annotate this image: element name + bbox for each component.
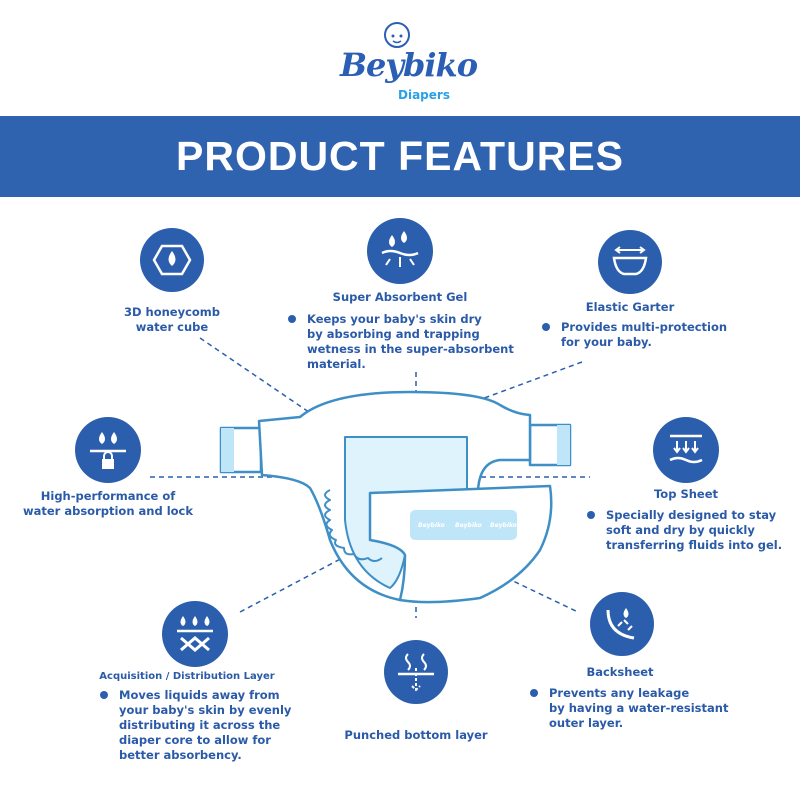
bullet-dot	[542, 323, 550, 331]
top-sheet-icon	[653, 417, 719, 483]
elastic-garter-icon	[598, 230, 662, 294]
adl-title: Acquisition / Distribution Layer	[99, 671, 275, 682]
distribution-layer-icon	[162, 601, 228, 667]
water-lock-icon	[75, 417, 141, 483]
absorbent-gel-icon	[367, 218, 433, 284]
logo-mark: Beybiko	[455, 522, 482, 529]
bullet-dot	[530, 689, 538, 697]
logo-sub: Diapers	[398, 88, 450, 102]
bullet-dot	[288, 315, 296, 323]
logo-brand: Beybiko	[340, 46, 478, 84]
backsheet-title: Backsheet	[586, 665, 654, 679]
bullet-dot	[587, 511, 595, 519]
garter-title: Elastic Garter	[585, 300, 675, 314]
logo-mark: Beybiko	[490, 522, 517, 529]
backsheet-icon	[590, 592, 654, 656]
punched-title: Punched bottom layer	[344, 728, 488, 742]
bullet-dot	[100, 691, 108, 699]
title-banner: PRODUCT FEATURES	[0, 116, 800, 197]
honeycomb-icon	[140, 228, 204, 292]
baby-face-icon	[384, 22, 410, 48]
brand-logo: Beybiko Diapers	[300, 18, 500, 102]
gel-title: Super Absorbent Gel	[332, 290, 468, 304]
topsheet-title: Top Sheet	[653, 487, 719, 501]
punched-layer-icon	[384, 640, 448, 704]
page-title: PRODUCT FEATURES	[175, 133, 625, 179]
logo-mark: Beybiko	[418, 522, 445, 529]
